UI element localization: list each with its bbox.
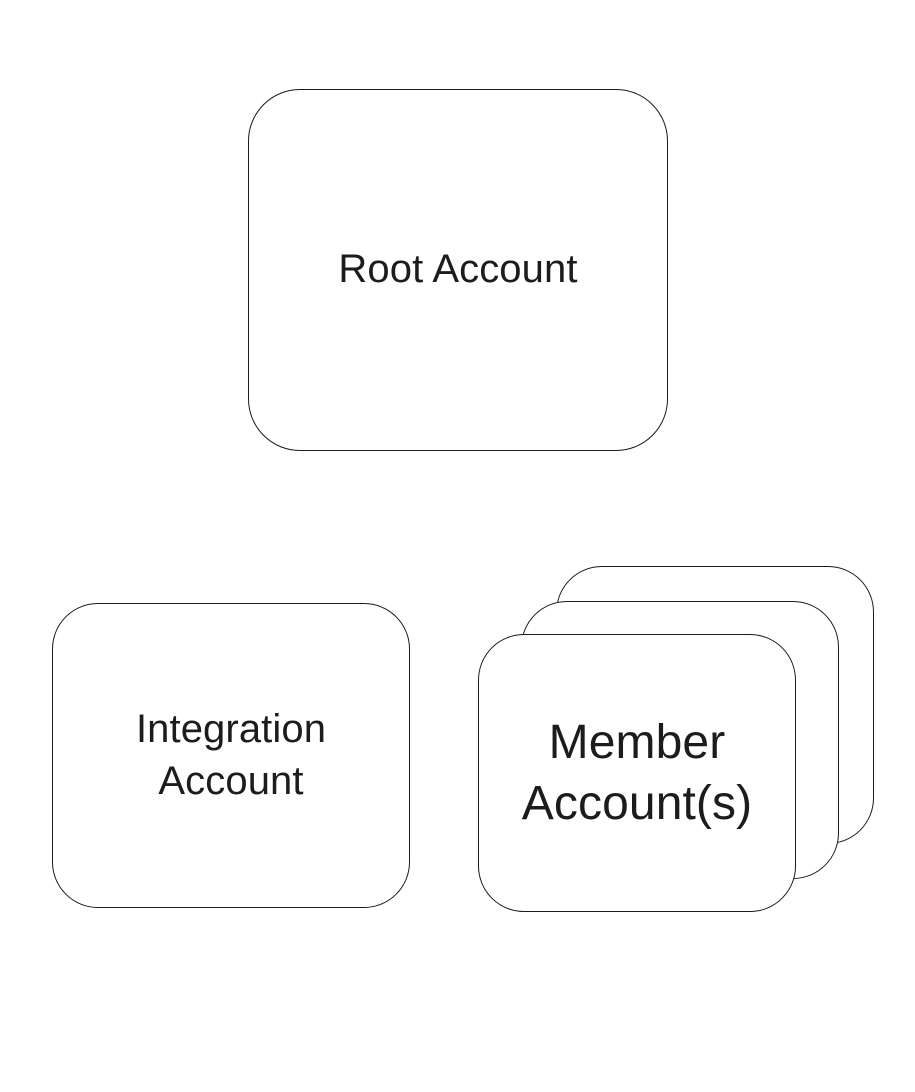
node-integration-account-label: Integration Account — [135, 707, 327, 803]
node-member-accounts[interactable]: Member Account(s) — [478, 566, 878, 914]
node-member-accounts-label: Member Account(s) — [521, 715, 753, 830]
member-account-stack-layer-front[interactable]: Member Account(s) — [478, 634, 796, 912]
node-root-account[interactable]: Root Account — [248, 89, 668, 451]
node-integration-account[interactable]: Integration Account — [52, 603, 410, 908]
node-root-account-label: Root Account — [338, 247, 578, 292]
